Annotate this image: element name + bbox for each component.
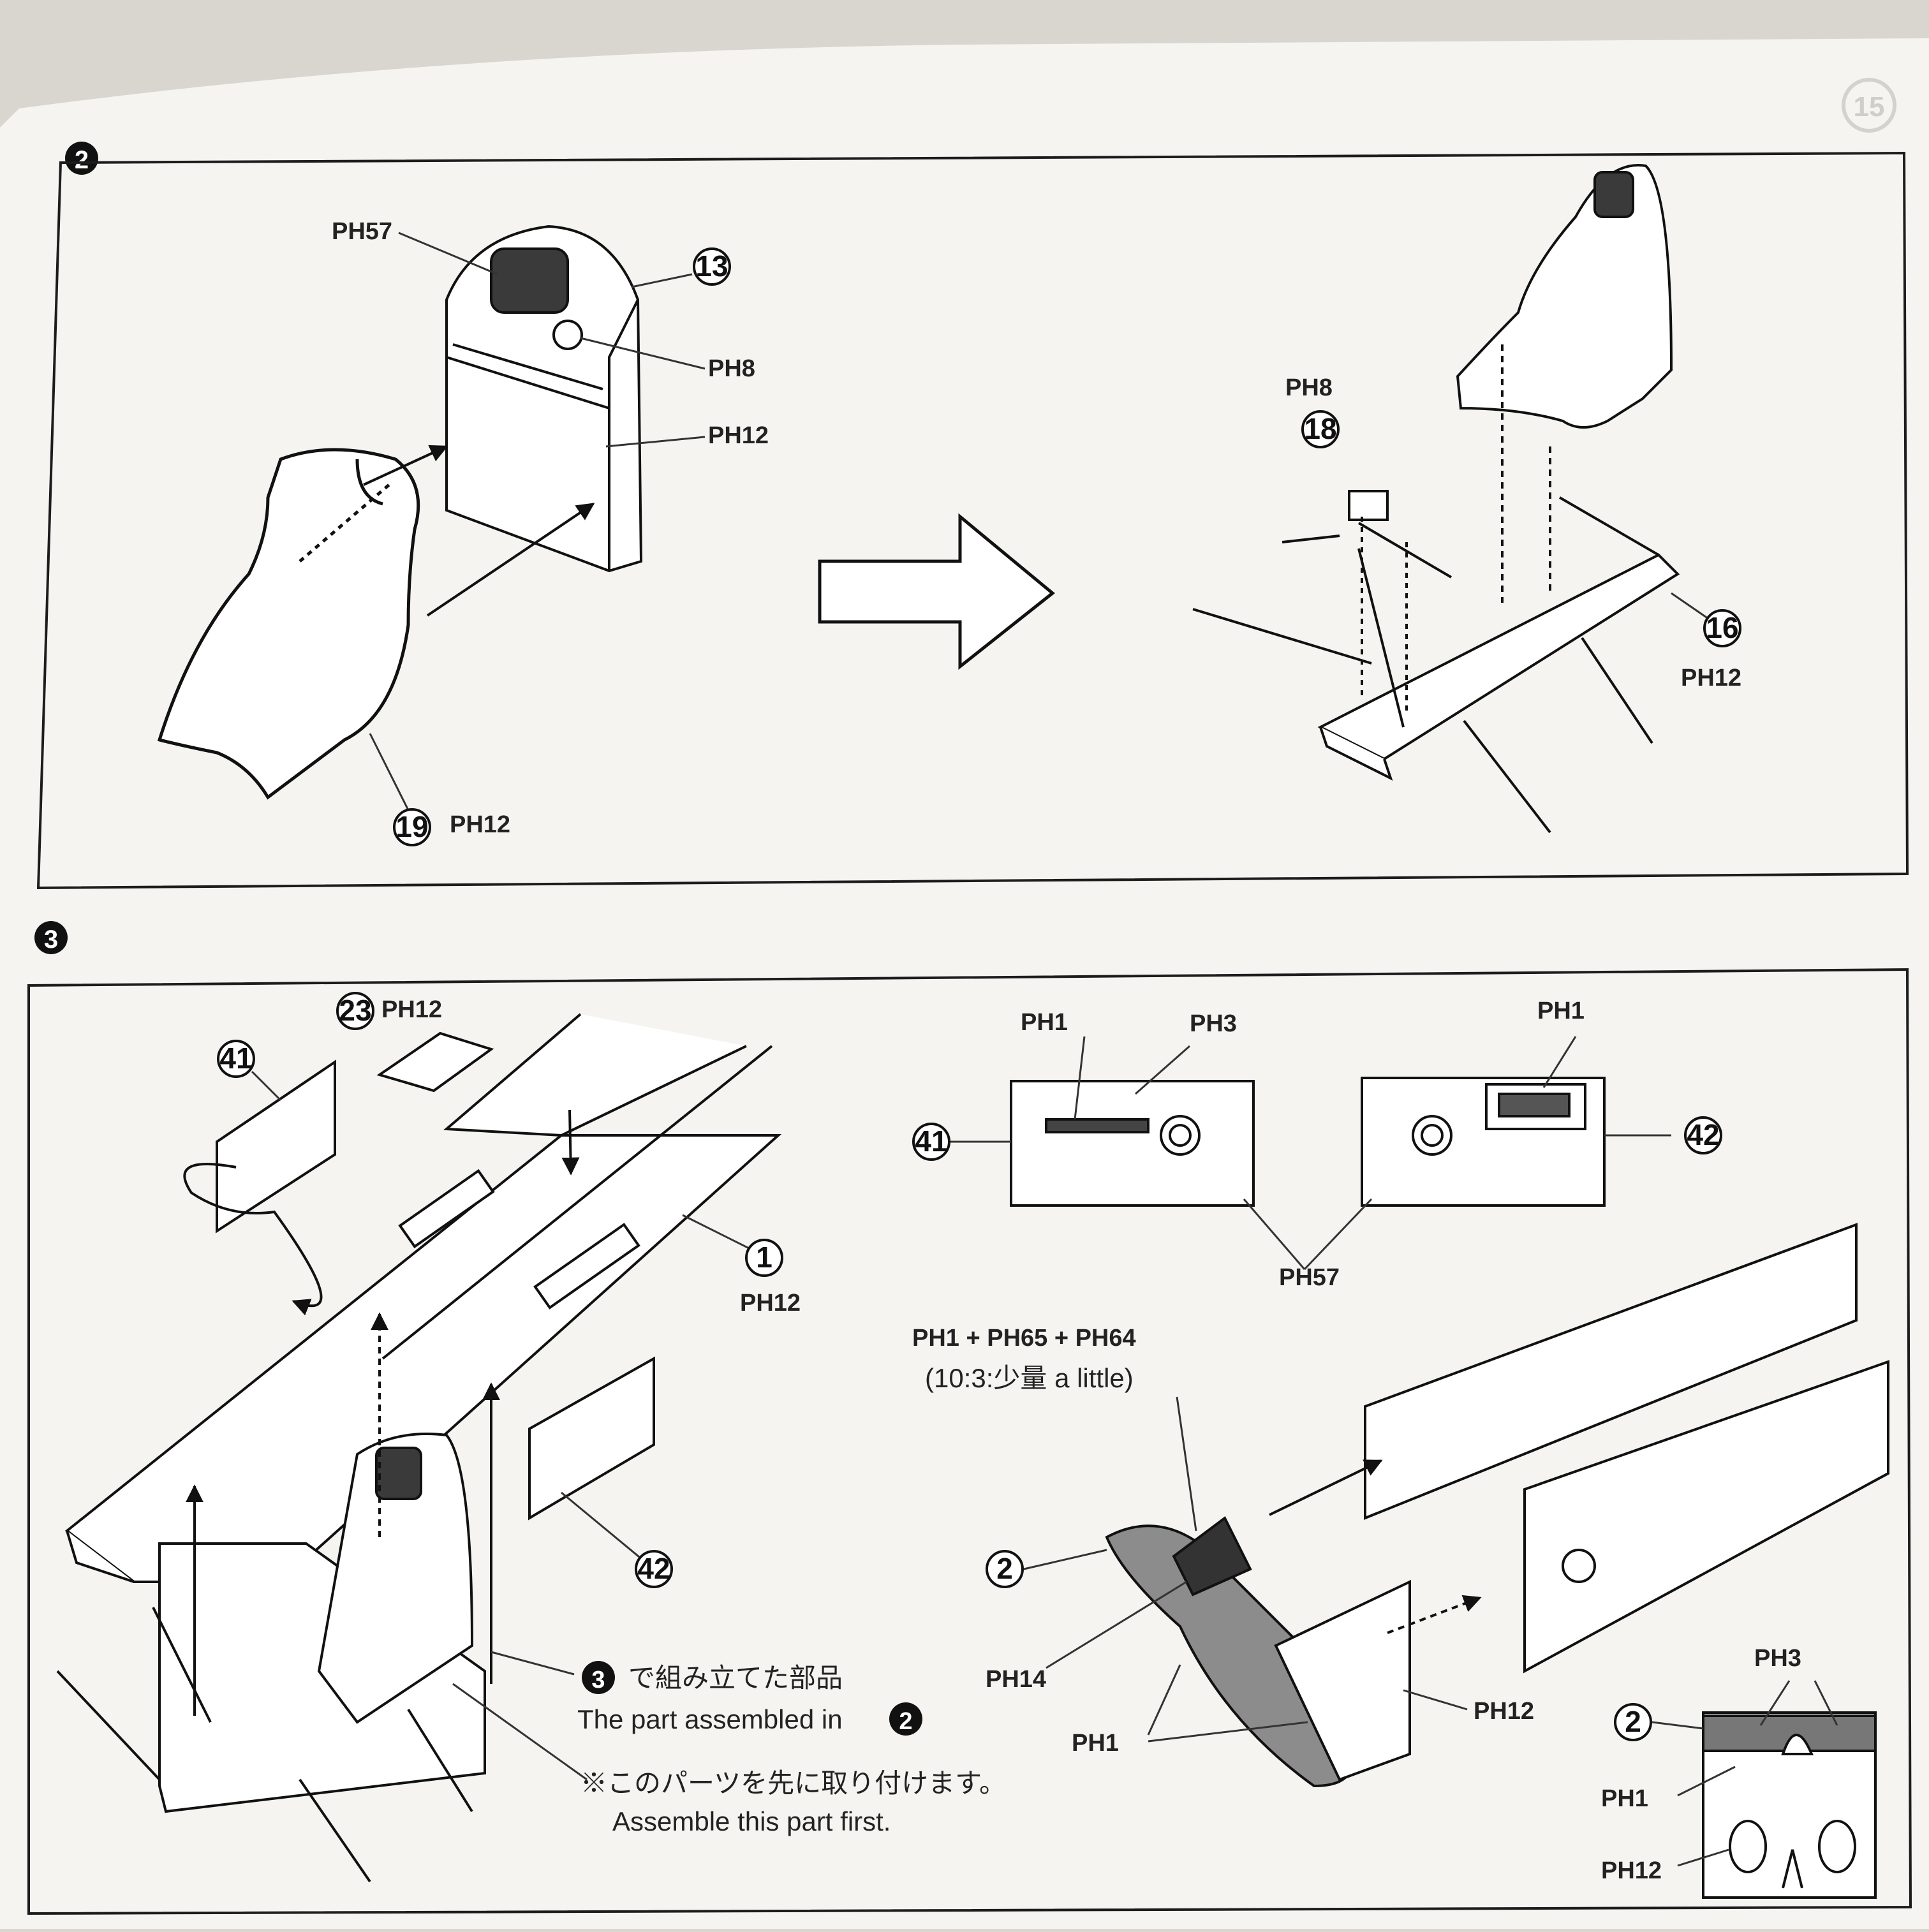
callout-ph3-detail: PH3 <box>1754 1645 1801 1672</box>
page-number-circle <box>1842 78 1896 133</box>
step-2-callouts: PH57 13 PH8 PH12 19 PH12 PH8 18 16 PH12 <box>332 218 1741 846</box>
callout-ph12-1: PH12 <box>740 1290 801 1316</box>
note-assembled-jp: で組み立てた部品 <box>628 1663 843 1693</box>
chassis-plates <box>1364 1223 1889 1674</box>
callout-16-circle <box>1703 609 1741 647</box>
leader-lines <box>369 232 706 817</box>
note-step-ref: 3 <box>591 1667 605 1693</box>
callout-ph12-detail: PH12 <box>1601 1857 1662 1884</box>
leader-lines-lower <box>1023 1396 1468 1743</box>
callout-19-circle <box>393 808 431 846</box>
leader-lines-step3 <box>251 1070 766 1781</box>
note-en-ref: 2 <box>899 1708 912 1735</box>
callout-2: 2 <box>996 1552 1013 1585</box>
callout-41-side-circle <box>912 1123 950 1161</box>
detail-inset <box>1702 1711 1877 1899</box>
note-first-jp: ※このパーツを先に取り付けます。 <box>580 1768 1006 1798</box>
chassis-assembly <box>56 1013 782 1883</box>
callout-19: 19 <box>395 810 428 843</box>
step-3-number: 3 <box>44 925 58 954</box>
callout-18-circle <box>1301 410 1340 448</box>
step-2-badge <box>65 142 98 175</box>
callout-ph3-left: PH3 <box>1190 1010 1237 1037</box>
assembly-notes: 3 で組み立てた部品 The part assembled in 2 ※このパー… <box>577 1661 1006 1836</box>
callout-42: 42 <box>637 1552 670 1585</box>
note-step-badge <box>582 1661 615 1694</box>
leader-lines-inset <box>1652 1680 1838 1867</box>
part-41-side <box>1010 1080 1255 1207</box>
callout-ph8: PH8 <box>708 355 755 382</box>
part-41-panel <box>216 1059 336 1234</box>
page-number: 15 <box>1854 91 1885 122</box>
assembly-arrow <box>363 445 448 486</box>
callout-ph57-side: PH57 <box>1279 1264 1340 1291</box>
callout-41-circle <box>217 1040 255 1078</box>
callout-1: 1 <box>756 1241 772 1274</box>
callout-ph12-23: PH12 <box>381 996 442 1023</box>
callout-13: 13 <box>695 249 728 283</box>
callout-ph1-left: PH1 <box>1021 1009 1068 1036</box>
step-2-frame <box>36 151 1909 890</box>
callout-ph1-detail: PH1 <box>1601 1785 1648 1812</box>
callout-42-side-circle <box>1684 1116 1722 1154</box>
step-2-number: 2 <box>75 146 89 174</box>
side-panels <box>1010 1077 1606 1207</box>
callout-23-circle <box>336 992 374 1030</box>
part-23 <box>376 1031 494 1093</box>
part-13-seat-back <box>445 225 643 573</box>
callout-18: 18 <box>1304 412 1336 445</box>
callout-ph1-bottom: PH1 <box>1072 1730 1119 1757</box>
callout-41: 41 <box>219 1042 252 1075</box>
step-3: 3 <box>27 921 1912 1915</box>
step-3-frame <box>27 968 1912 1915</box>
part-2-seat <box>1105 1515 1411 1788</box>
step-2: 2 <box>36 142 1909 890</box>
callout-ph1-right: PH1 <box>1537 998 1585 1024</box>
callout-13-circle <box>693 247 731 286</box>
callout-ph12-bottom: PH12 <box>1474 1698 1534 1725</box>
assembly-arrow <box>426 503 595 617</box>
callout-ph12: PH12 <box>708 422 769 449</box>
step-3-lower-arrows <box>1269 1459 1482 1634</box>
callout-42-side: 42 <box>1687 1118 1719 1151</box>
callout-42-circle <box>635 1550 673 1588</box>
callout-ph14: PH14 <box>986 1666 1046 1693</box>
callout-ph57: PH57 <box>332 218 392 245</box>
callout-ph12-seat: PH12 <box>450 811 510 838</box>
big-right-arrow <box>818 513 1055 670</box>
callout-1-circle <box>745 1239 783 1277</box>
callout-23: 23 <box>339 994 371 1027</box>
note-en-badge <box>889 1702 922 1736</box>
callout-2-detail: 2 <box>1625 1705 1641 1738</box>
step-3-callouts: 23 PH12 41 1 PH12 42 PH1 PH3 PH1 41 42 P… <box>217 992 1801 1884</box>
part-42-panel <box>528 1356 655 1521</box>
callout-16: 16 <box>1706 611 1738 644</box>
callout-ph8-right: PH8 <box>1285 374 1333 401</box>
mix-formula: PH1 + PH65 + PH64 <box>912 1325 1136 1352</box>
leader-lines-side <box>950 1036 1671 1271</box>
callout-2-circle <box>986 1550 1024 1588</box>
callout-ph12-right: PH12 <box>1681 665 1741 691</box>
callout-41-side: 41 <box>915 1125 947 1158</box>
assembled-seat <box>1192 164 1680 834</box>
step-3-arrows <box>183 1109 580 1716</box>
part-19-seat-shell <box>157 448 420 800</box>
callout-2-detail-circle <box>1614 1703 1652 1741</box>
mix-ratio: (10:3:少量 a little) <box>925 1363 1134 1393</box>
step-3-badge <box>34 921 68 954</box>
note-first-en: Assemble this part first. <box>612 1806 891 1836</box>
note-assembled-en: The part assembled in <box>577 1704 843 1734</box>
